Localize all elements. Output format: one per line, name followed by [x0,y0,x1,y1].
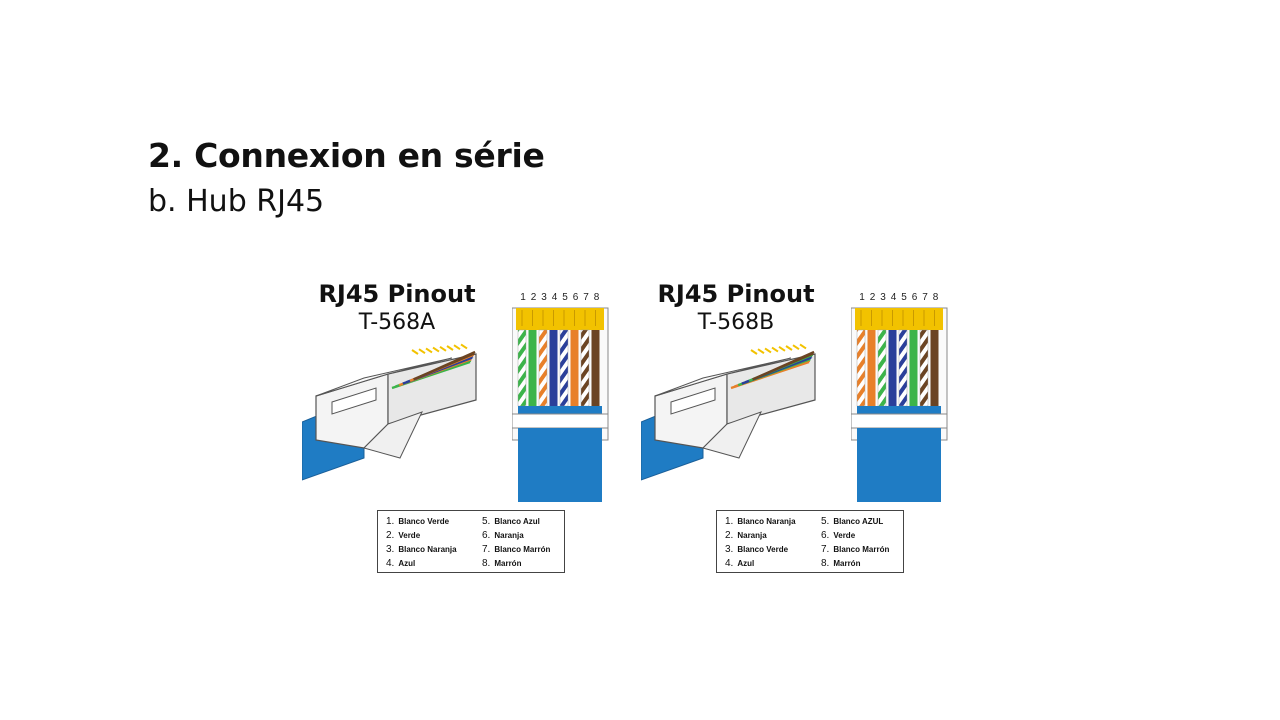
legend-entry: 3.Blanco Naranja [386,544,457,555]
cable-opening [331,387,377,415]
plug-contact [425,347,433,354]
pin-number: 8 [932,292,939,303]
plug-contact [460,343,468,350]
rj45-plug-illustration [641,343,816,481]
slide-title: 2. Connexion en série [148,136,545,175]
gold-contacts [855,308,943,330]
plug-contact [418,348,426,355]
plug-contact [446,345,454,351]
legend-entry: 4.Azul [386,558,416,569]
legend-entry: 1.Blanco Verde [386,516,450,527]
wire-1 [517,329,527,407]
wire-6 [909,330,918,406]
plug-contact [432,346,440,353]
pinout-diagram-t568b: RJ45 Pinout T-568B 1 2 3 4 5 6 7 8 1.Bla… [641,280,971,580]
plug-contact [411,349,419,355]
pin-number: 3 [541,292,547,303]
legend-entry: 8.Marrón [482,558,522,569]
wire-8 [591,330,600,406]
plug-top-face [315,357,453,397]
pin-number-row: 1 2 3 4 5 6 7 8 [857,292,947,304]
legend-entry: 6.Verde [821,530,856,541]
pin-number: 5 [562,292,568,303]
legend-entry: 8.Marrón [821,558,861,569]
legend-entry: 6.Naranja [482,530,524,541]
plug-contact [799,343,807,350]
plug-contact [792,344,800,351]
legend-entry: 1.Blanco Naranja [725,516,796,527]
diagram-title: RJ45 Pinout [318,280,476,308]
pin-number: 3 [880,292,886,303]
plug-contact [750,349,758,355]
cable-jacket [857,428,941,502]
legend-entry: 3.Blanco Verde [725,544,789,555]
legend-entry: 4.Azul [725,558,755,569]
wire-2 [528,330,537,406]
cable-opening [670,387,716,415]
plug-top-face [654,357,792,397]
wire-6 [570,330,579,406]
legend-entry: 7.Blanco Marrón [821,544,890,555]
latch-clip [363,411,423,459]
wire-7 [919,329,929,407]
diagram-standard: T-568B [697,310,775,335]
pin-number-row: 1 2 3 4 5 6 7 8 [518,292,608,304]
cable-jacket [518,428,602,502]
wire-color-legend: 1.Blanco Verde 2.Verde 3.Blanco Naranja … [377,510,565,573]
wire-3 [538,329,548,407]
cable-jacket-top [857,406,941,414]
plug-contact [771,346,779,353]
wire-4 [888,330,897,406]
wire-1 [856,329,866,407]
pin-number: 7 [583,292,589,303]
wire-2 [867,330,876,406]
latch-clip [702,411,762,459]
pinout-diagram-t568a: RJ45 Pinout T-568A 1 2 3 4 5 6 7 8 1.Bla… [302,280,632,580]
plug-contact [453,344,461,351]
wire-5 [898,329,908,407]
wire-4 [549,330,558,406]
pin-number: 4 [890,292,897,303]
plug-side-face [387,353,477,425]
rj45-front-view-illustration [851,307,948,502]
pin-number: 4 [551,292,558,303]
crimp-tab [512,413,609,429]
pin-number: 7 [922,292,928,303]
crimp-tab [851,413,948,429]
gold-contacts [516,308,604,330]
legend-entry: 5.Blanco AZUL [821,516,884,527]
wire-8 [930,330,939,406]
slide-subtitle: b. Hub RJ45 [148,184,325,219]
plug-side-face [726,353,816,425]
rj45-front-view-illustration [512,307,609,502]
plug-contact [785,345,793,351]
wire-5 [559,329,569,407]
rj45-plug-illustration [302,343,477,481]
pin-number: 2 [869,292,876,303]
diagram-title: RJ45 Pinout [657,280,815,308]
wire-7 [580,329,590,407]
pin-number: 1 [520,292,526,303]
plug-wire-8 [755,350,815,380]
plug-contact [439,345,447,352]
plug-contact [757,348,765,355]
plug-contact [778,345,786,352]
pin-number: 6 [572,292,579,303]
pin-number: 8 [593,292,600,303]
pin-number: 5 [901,292,907,303]
legend-entry: 5.Blanco Azul [482,516,540,527]
pin-number: 1 [859,292,865,303]
plug-contact [764,347,772,354]
wire-color-legend: 1.Blanco Naranja 2.Naranja 3.Blanco Verd… [716,510,904,573]
pin-number: 2 [530,292,537,303]
legend-entry: 7.Blanco Marrón [482,544,551,555]
legend-entry: 2.Naranja [725,530,767,541]
legend-entry: 2.Verde [386,530,421,541]
cable-jacket-top [518,406,602,414]
diagram-standard: T-568A [358,310,436,335]
wire-3 [877,329,887,407]
pin-number: 6 [911,292,918,303]
plug-wire-8 [416,350,476,380]
